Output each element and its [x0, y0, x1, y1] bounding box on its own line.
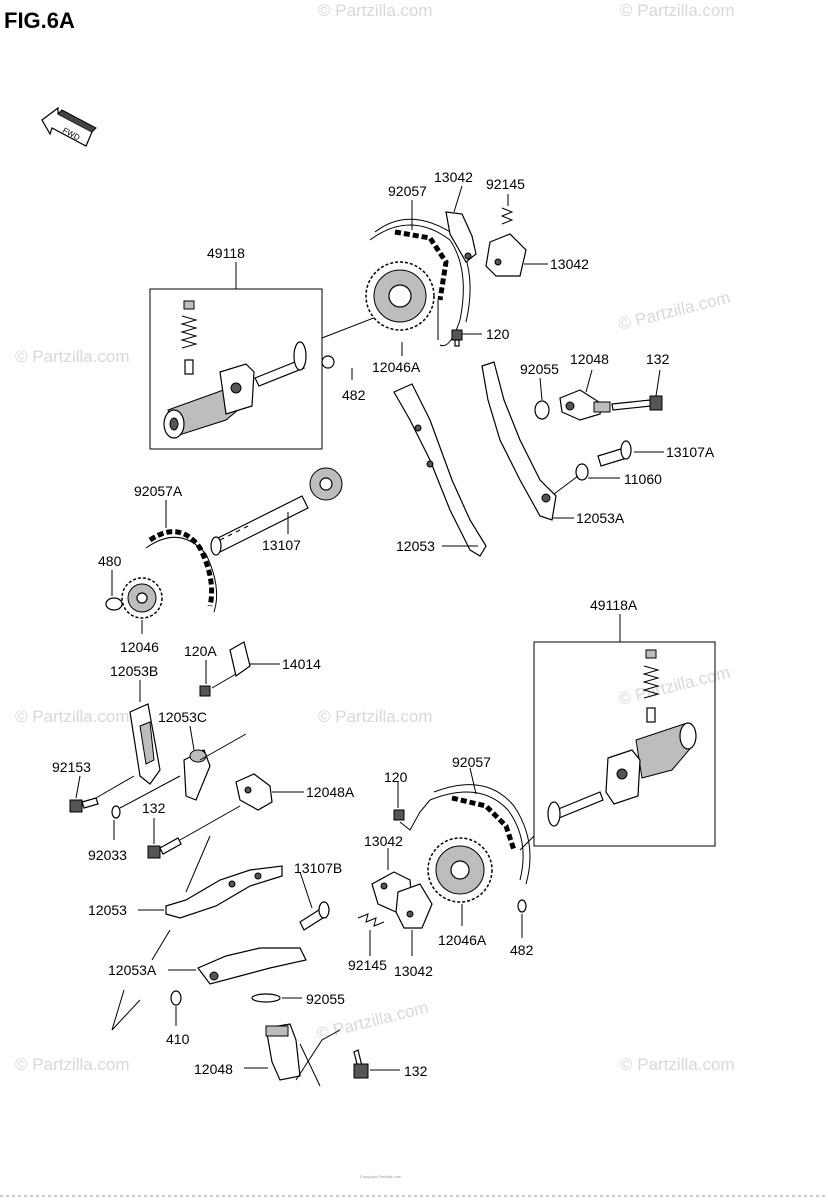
- box-label-49118: 49118: [207, 245, 245, 261]
- shaft-13107-icon: [210, 467, 343, 556]
- label-92057-top: 92057: [388, 183, 427, 199]
- shaft-13107A-icon: [597, 440, 632, 467]
- label-13042-bottom: 13042: [394, 963, 433, 979]
- label-12046A-bottom: 12046A: [438, 932, 487, 948]
- o-ring-icon: [111, 805, 121, 819]
- label-14014: 14014: [282, 656, 321, 672]
- washer-icon: [170, 990, 182, 1006]
- label-120A: 120A: [184, 643, 217, 659]
- watermark: © Partzilla.com: [15, 707, 130, 726]
- washer-icon: [575, 463, 589, 481]
- label-132-mid: 132: [142, 800, 166, 816]
- bolt-icon: [69, 797, 99, 813]
- timing-chain-92057A-icon: [145, 529, 218, 613]
- label-12053A-bottom: 12053A: [108, 962, 157, 978]
- label-92153: 92153: [52, 759, 91, 775]
- label-12048-top: 12048: [570, 351, 609, 367]
- label-92057A: 92057A: [134, 483, 183, 499]
- tensioner-body-icon: [605, 722, 697, 805]
- label-410: 410: [166, 1031, 190, 1047]
- chain-guide-12053A-icon: [481, 361, 557, 521]
- label-12048-bottom: 12048: [194, 1061, 233, 1077]
- label-92057-bottom: 92057: [452, 754, 491, 770]
- chain-guide-12053A-bottom-icon: [197, 947, 307, 985]
- label-92055-top: 92055: [520, 361, 559, 377]
- label-482-bottom: 482: [510, 942, 534, 958]
- label-480: 480: [98, 553, 122, 569]
- fwd-arrow-icon: FWD: [41, 106, 97, 147]
- label-12048A: 12048A: [306, 784, 355, 800]
- assembly-box-49118: 49118: [149, 245, 323, 450]
- o-ring-icon: [321, 355, 335, 369]
- tensioner-body-icon: [163, 363, 255, 439]
- watermark: © Partzilla.com: [620, 1, 735, 20]
- label-13107: 13107: [262, 537, 301, 553]
- label-12053-bottom: 12053: [88, 902, 127, 918]
- plunger-rod-icon: [547, 791, 604, 827]
- chain-guide-plate-icon: [485, 233, 527, 277]
- label-11060: 11060: [624, 471, 662, 487]
- o-ring-icon: [534, 400, 550, 420]
- o-ring-icon: [251, 993, 281, 1003]
- label-13042-bottom-top: 13042: [364, 833, 403, 849]
- label-12053-mid: 12053: [396, 538, 435, 554]
- figure-title: FIG.6A: [4, 8, 75, 33]
- label-132-bottom: 132: [404, 1063, 428, 1079]
- label-92145-top: 92145: [486, 176, 525, 192]
- chain-guide-12053B-icon: [129, 703, 161, 785]
- plunger-rod-icon: [254, 341, 307, 387]
- cam-sprocket-bottom-icon: [427, 784, 531, 903]
- spring-icon: [642, 649, 660, 723]
- watermark: © Partzilla.com: [620, 1055, 735, 1074]
- watermark: © Partzilla.com: [616, 288, 732, 334]
- label-12053B: 12053B: [110, 663, 158, 679]
- chain-guide-12053-bottom-icon: [165, 865, 283, 919]
- bolt-icon: [147, 837, 182, 859]
- chain-guide-plate-icon: [445, 211, 477, 263]
- bolt-icon: [393, 809, 405, 821]
- label-120-top: 120: [486, 326, 510, 342]
- bolt-icon: [353, 1049, 369, 1079]
- watermark: © Partzilla.com: [318, 707, 433, 726]
- chain-guide-plate-bottom-icon: [395, 883, 433, 929]
- circlip-icon: [105, 597, 123, 611]
- spring-icon: [500, 207, 514, 225]
- bracket-14014-icon: [229, 641, 251, 678]
- label-120-bottom: 120: [384, 769, 408, 785]
- chain-guide-12053-icon: [393, 383, 487, 557]
- label-92055-bottom: 92055: [306, 991, 345, 1007]
- bolt-icon: [451, 329, 463, 347]
- label-13042-right: 13042: [550, 256, 589, 272]
- assembly-box-49118A: 49118A: [533, 597, 716, 847]
- o-ring-icon: [517, 899, 527, 913]
- bolt-icon: [611, 395, 663, 411]
- label-92033: 92033: [88, 847, 127, 863]
- tensioner-12048A-icon: [235, 773, 273, 811]
- tensioner-12048-icon: [559, 389, 611, 421]
- bolt-icon: [199, 685, 211, 697]
- label-13107A: 13107A: [666, 444, 715, 460]
- label-13042-top: 13042: [434, 169, 473, 185]
- tensioner-12048-bottom-icon: [265, 1023, 301, 1081]
- label-482-top: 482: [342, 387, 366, 403]
- watermark: © Partzilla.com: [318, 1, 433, 20]
- shaft-13107B-icon: [299, 901, 330, 931]
- spring-icon: [357, 913, 385, 927]
- label-12046A-top: 12046A: [372, 359, 421, 375]
- watermark: © Partzilla.com: [15, 1055, 130, 1074]
- chain-guide-12053C-icon: [183, 749, 211, 801]
- label-12046: 12046: [120, 639, 159, 655]
- spring-icon: [180, 300, 198, 375]
- label-132-top: 132: [646, 351, 670, 367]
- label-12053C: 12053C: [158, 709, 207, 725]
- sprocket-12046-icon: [121, 577, 163, 619]
- copyright-text: Copyright Partzilla.com: [360, 1174, 402, 1179]
- label-92145-bottom: 92145: [348, 957, 387, 973]
- label-13107B: 13107B: [294, 860, 342, 876]
- watermark: © Partzilla.com: [15, 347, 130, 366]
- box-label-49118A: 49118A: [590, 597, 638, 613]
- label-12053A-top: 12053A: [576, 510, 625, 526]
